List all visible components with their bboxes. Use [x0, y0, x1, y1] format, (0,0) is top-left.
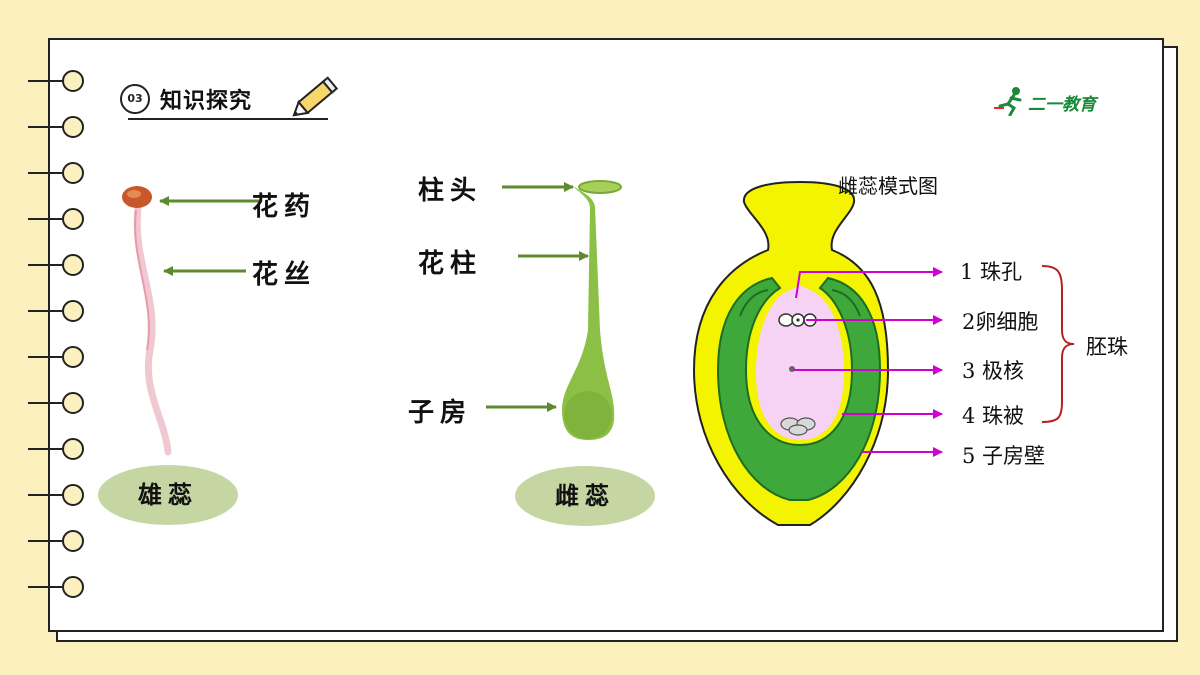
section-header: 03 知识探究	[118, 76, 358, 124]
ovary-shape	[564, 391, 612, 439]
binding-ring	[28, 206, 88, 232]
binding-ring	[28, 390, 88, 416]
section-title: 知识探究	[160, 89, 253, 114]
arrow-micropyle	[795, 267, 943, 299]
binding-ring	[28, 482, 88, 508]
binding-ring	[28, 160, 88, 186]
pencil-icon	[292, 76, 339, 117]
stigma-label: 柱头	[418, 176, 483, 206]
binding-ring	[28, 298, 88, 324]
pistil-model-diagram	[692, 180, 890, 526]
binding-ring	[28, 68, 88, 94]
pistil-name-badge: 雌蕊	[515, 466, 655, 526]
integument	[716, 276, 882, 501]
spiral-binding	[28, 62, 88, 602]
binding-ring	[28, 114, 88, 140]
pistil-illustration	[562, 180, 622, 440]
brand-logo: 二一教育	[994, 86, 1124, 117]
stigma-shape	[578, 180, 622, 194]
egg-cell	[778, 313, 794, 327]
stamen-name-badge: 雄蕊	[98, 465, 238, 525]
model-diagram-title: 雌蕊模式图	[838, 174, 938, 198]
binding-ring	[28, 574, 88, 600]
ovule-bracket	[1041, 265, 1075, 423]
ovary-label: 子房	[408, 398, 473, 428]
section-number-badge: 03	[120, 84, 150, 114]
logo-text: 二一教育	[1028, 95, 1096, 115]
embryo-sac	[756, 285, 844, 440]
style-label: 花柱	[418, 249, 483, 279]
runner-icon	[994, 87, 1022, 117]
ovule-label: 胚珠	[1086, 335, 1128, 359]
binding-ring	[28, 252, 88, 278]
model-label-micropyle: 1 珠孔	[960, 260, 1023, 284]
filament-label: 花丝	[252, 260, 317, 290]
binding-ring	[28, 436, 88, 462]
binding-ring	[28, 528, 88, 554]
binding-ring	[28, 344, 88, 370]
notebook-page	[48, 38, 1164, 632]
model-label-ovary-wall: 5 子房壁	[962, 444, 1046, 468]
model-label-polar-nuclei: 3 极核	[962, 359, 1025, 383]
model-label-egg-cell: 2卵细胞	[962, 310, 1039, 334]
model-label-integument: 4 珠被	[962, 404, 1025, 428]
polar-nuclei	[789, 366, 795, 372]
anther-label: 花药	[252, 192, 317, 222]
header-underline	[128, 118, 328, 120]
stamen-illustration	[122, 186, 172, 456]
